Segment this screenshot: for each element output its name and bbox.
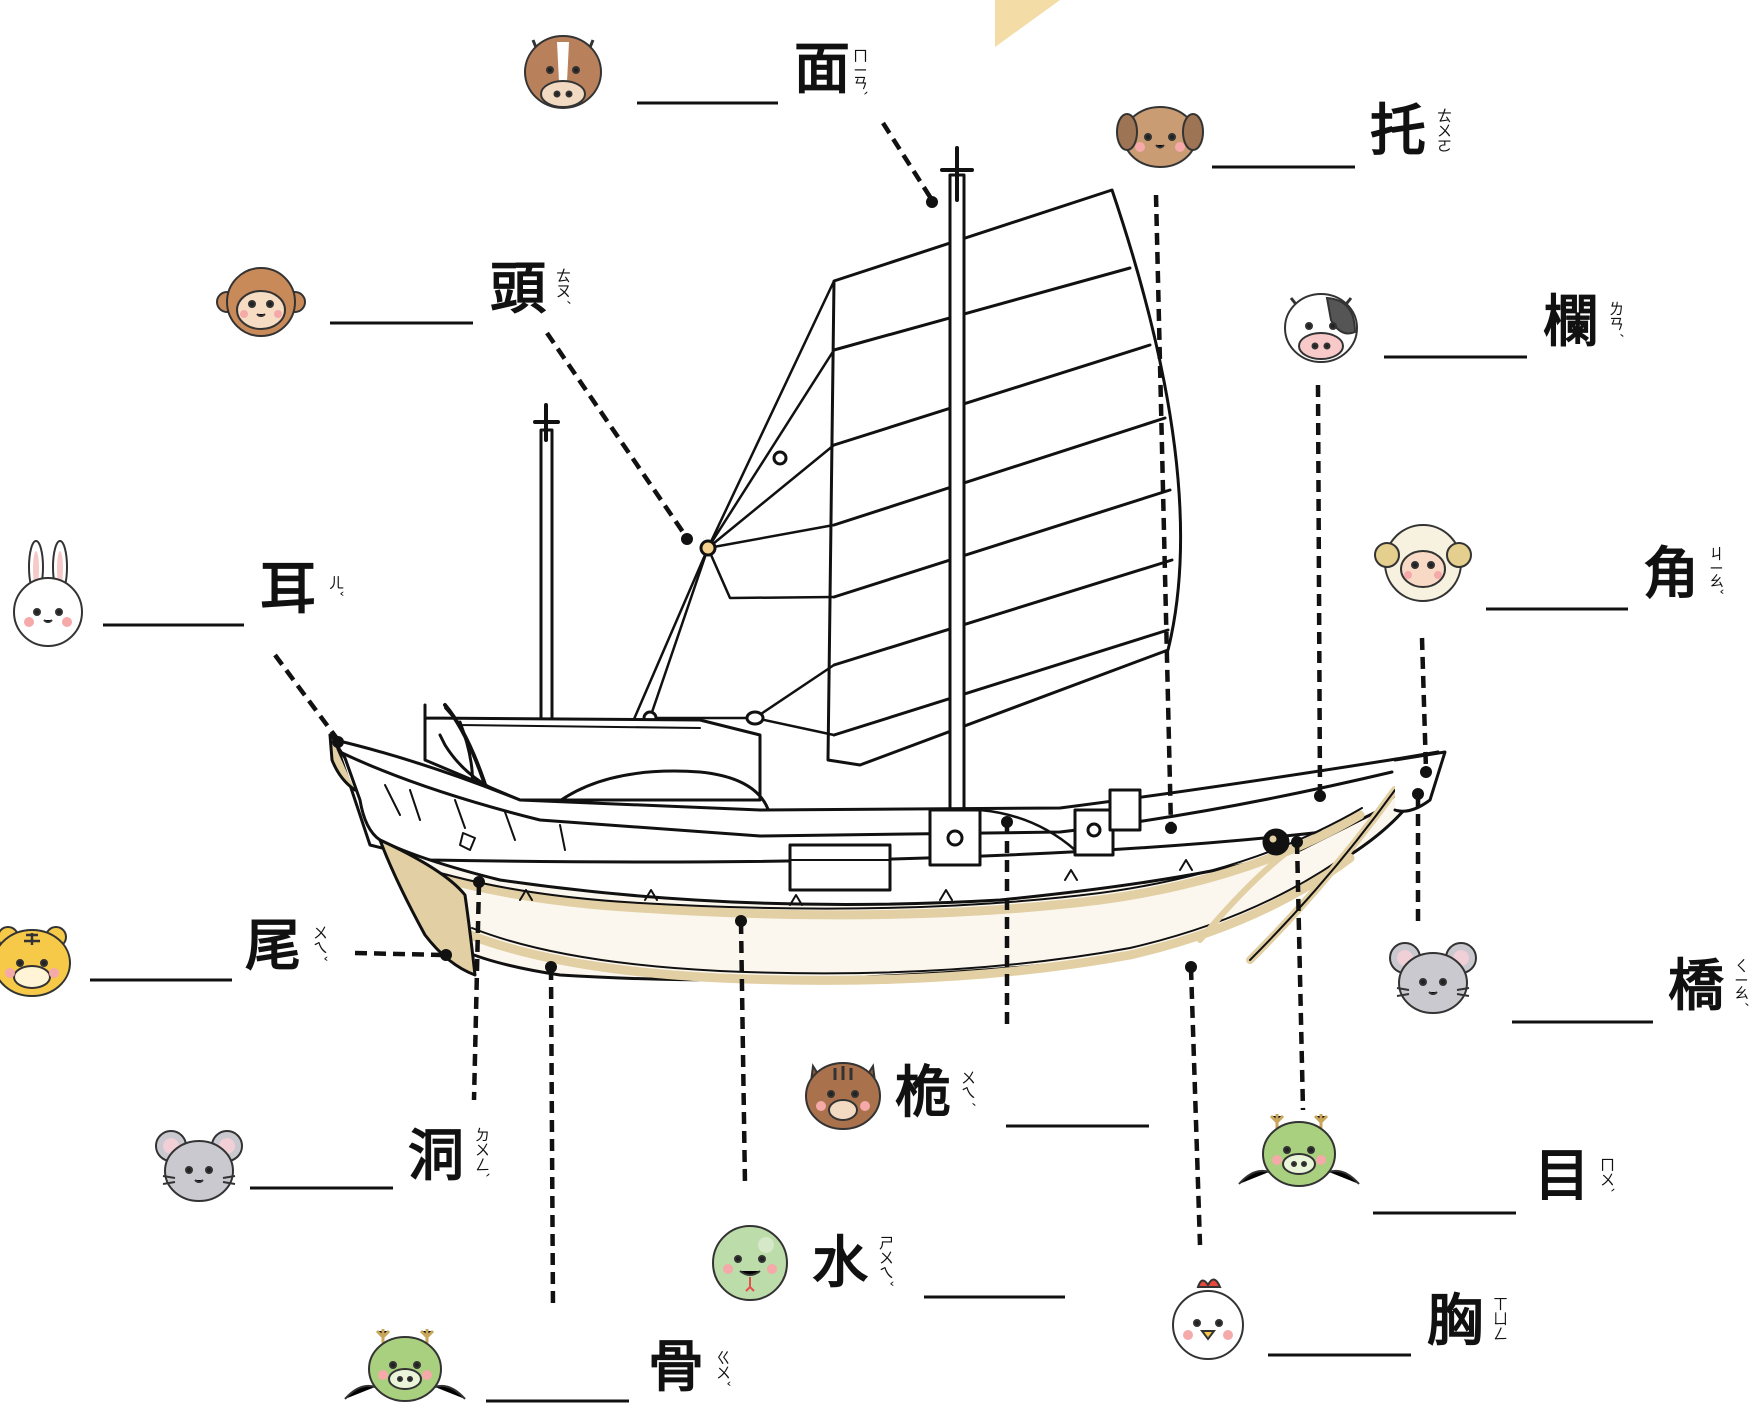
- snake-icon: [712, 1225, 788, 1301]
- label-jiao: 角: [1643, 542, 1699, 607]
- sheep-icon: [1374, 524, 1472, 602]
- bopomofo-tuo: ㄊㄨㄛ: [1435, 108, 1453, 153]
- label-shui: 水: [812, 1231, 869, 1296]
- leader-tuo: [1153, 194, 1174, 828]
- label-dong: 洞: [408, 1124, 464, 1189]
- corner-pointer-shape: [995, 0, 1060, 47]
- leader-lines: [273, 121, 1429, 1311]
- bopomofo-mian: ㄇㄧㄢˋ: [851, 48, 869, 98]
- label-qiao: 橋: [1668, 954, 1725, 1019]
- leader-mu: [1294, 841, 1306, 1111]
- stern-transom: [378, 838, 477, 977]
- answer-blanks: [90, 101, 1653, 1403]
- main-mast: [948, 173, 966, 817]
- bopomofo-tou: ㄊㄡˊ: [554, 268, 572, 306]
- monkey-icon: [216, 267, 306, 337]
- bitt-right: [1073, 808, 1115, 857]
- leader-xiong: [1188, 967, 1203, 1246]
- bopomofo-mu: ㄇㄨˋ: [1598, 1157, 1616, 1195]
- leader-dots: [332, 196, 1432, 973]
- bopomofo-dong: ㄉㄨㄥˋ: [473, 1127, 491, 1180]
- horse-icon: [524, 35, 602, 109]
- hull-lower: [378, 750, 1440, 982]
- label-er: 耳: [260, 557, 316, 622]
- label-tou: 頭: [490, 257, 547, 322]
- label-gu: 骨: [648, 1335, 704, 1400]
- stern-deck: [423, 703, 762, 802]
- rig-ring: [772, 450, 788, 466]
- bopomofo-wei: ㄨㄟˇ: [311, 925, 329, 963]
- rigging: [610, 279, 836, 772]
- bitt-left: [928, 808, 982, 867]
- label-mu: 目: [1534, 1144, 1590, 1209]
- bopomofo-er: ㄦˇ: [327, 575, 345, 598]
- animal-icons: [0, 35, 1477, 1402]
- cow-icon: [1284, 293, 1358, 363]
- leader-mian: [881, 121, 934, 202]
- rig-ring-knot: [699, 539, 717, 557]
- bopomofo-jiao: ㄐㄧㄠˇ: [1707, 546, 1725, 596]
- sail-battens: [832, 266, 1174, 737]
- mouse-icon: [1389, 942, 1477, 1014]
- leader-gu: [548, 967, 556, 1311]
- dog-icon: [1116, 106, 1204, 168]
- bopomofo-lan: ㄌㄢˊ: [1607, 301, 1625, 339]
- leader-lan: [1315, 384, 1323, 796]
- bopomofo-qiao: ㄑㄧㄠˊ: [1732, 958, 1750, 1008]
- label-xiong: 胸: [1427, 1289, 1483, 1354]
- bopomofo-wei2: ㄨㄟˊ: [959, 1070, 977, 1108]
- leader-er: [273, 653, 340, 742]
- dragon-icon: [1238, 1114, 1360, 1187]
- bopomofo-xiong: ㄒㄩㄥ: [1491, 1296, 1509, 1341]
- stern-ear: [328, 733, 357, 792]
- dragon-icon: [344, 1329, 466, 1402]
- leader-dong: [471, 882, 482, 1101]
- bopomofo-shui: ㄕㄨㄟˇ: [877, 1235, 895, 1288]
- hull-trim-upper: [395, 810, 1365, 920]
- hull-trim-lower: [465, 853, 1355, 985]
- label-wei: 尾: [245, 914, 301, 979]
- leader-jiao: [1419, 637, 1429, 771]
- rabbit-icon: [13, 540, 83, 647]
- tiger-icon: [0, 926, 71, 997]
- deck-arch: [546, 769, 772, 817]
- main-mast-cross: [940, 146, 974, 202]
- fore-mast-cross: [533, 403, 560, 442]
- part-labels: 面 ㄇㄧㄢˋ 托 ㄊㄨㄛ 頭 ㄊㄡˊ 欄 ㄌㄢˊ 耳 ㄦˇ 角 ㄐㄧㄠˇ 尾 ㄨ…: [245, 37, 1750, 1400]
- label-mian: 面: [794, 37, 850, 102]
- label-lan: 欄: [1543, 290, 1599, 355]
- label-wei2: 桅: [895, 1061, 951, 1126]
- bow-post: [1393, 750, 1447, 813]
- deck-rail: [338, 750, 1394, 838]
- main-sail: [826, 188, 1183, 767]
- boar-icon: [805, 1062, 881, 1130]
- mouse-icon: [155, 1130, 243, 1202]
- junk-boat: [328, 146, 1447, 985]
- stern-post: [328, 733, 382, 842]
- hatch-left: [788, 843, 892, 892]
- leader-wei: [354, 950, 446, 958]
- bopomofo-gu: ㄍㄨˇ: [714, 1350, 732, 1388]
- label-tuo: 托: [1370, 99, 1426, 164]
- leader-shui: [738, 921, 748, 1186]
- leader-tou: [545, 331, 689, 540]
- rooster-icon: [1172, 1278, 1244, 1360]
